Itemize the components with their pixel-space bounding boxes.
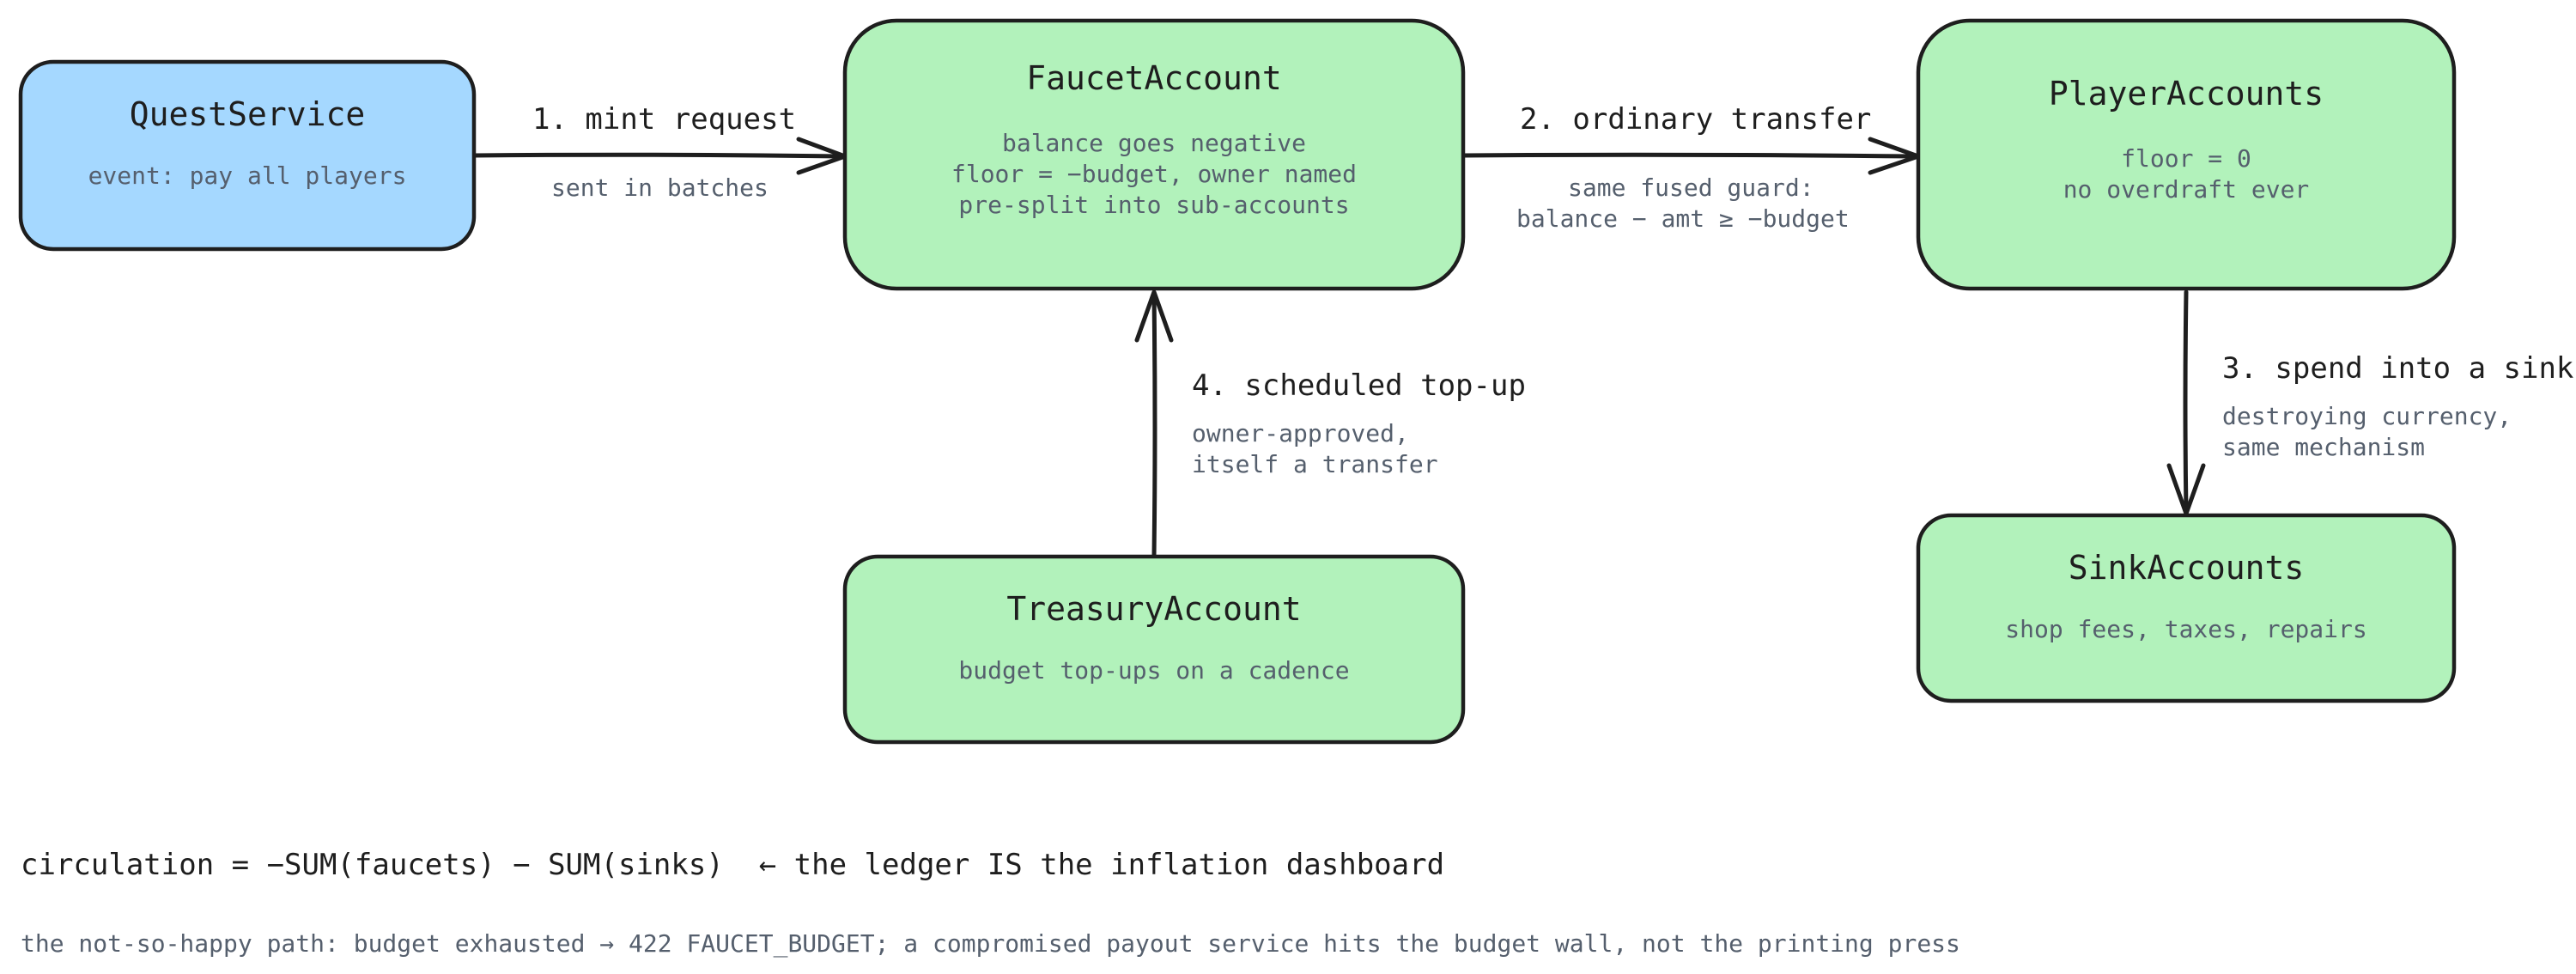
player-accounts-line-1: floor = 0 bbox=[2121, 144, 2251, 173]
edge-spend-into-sink-note-1: destroying currency, bbox=[2222, 402, 2512, 430]
node-player-accounts: PlayerAccounts floor = 0 no overdraft ev… bbox=[1916, 18, 2457, 291]
edge-mint-request-line bbox=[471, 152, 846, 159]
edge-ordinary-transfer-note-1: same fused guard: bbox=[1568, 173, 1814, 202]
edge-ordinary-transfer-label: 2. ordinary transfer bbox=[1520, 102, 1871, 137]
edge-spend-into-sink-line bbox=[2183, 289, 2189, 514]
edge-ordinary-transfer: 2. ordinary transfer same fused guard: b… bbox=[1461, 102, 1921, 233]
treasury-account-box bbox=[842, 554, 1466, 745]
edge-spend-into-sink-label: 3. spend into a sink bbox=[2222, 351, 2573, 386]
failure-path-note: the not-so-happy path: budget exhausted … bbox=[21, 929, 1960, 959]
player-accounts-line-2: no overdraft ever bbox=[2063, 175, 2310, 204]
edge-scheduled-topup-arrowhead bbox=[1134, 289, 1174, 343]
treasury-account-line-1: budget top-ups on a cadence bbox=[958, 656, 1349, 685]
edge-spend-into-sink: 3. spend into a sink destroying currency… bbox=[2166, 289, 2573, 516]
node-sink-accounts: SinkAccounts shop fees, taxes, repairs bbox=[1916, 513, 2457, 703]
edge-ordinary-transfer-line bbox=[1461, 152, 1919, 159]
edge-mint-request: 1. mint request sent in batches bbox=[471, 102, 848, 202]
edge-scheduled-topup: 4. scheduled top-up owner-approved, itse… bbox=[1134, 289, 1526, 559]
edge-scheduled-topup-note-2: itself a transfer bbox=[1192, 450, 1438, 478]
faucet-account-box bbox=[842, 18, 1466, 291]
node-faucet-account: FaucetAccount balance goes negative floo… bbox=[842, 18, 1466, 291]
faucet-account-line-3: pre-split into sub-accounts bbox=[958, 191, 1349, 219]
faucet-account-line-2: floor = −budget, owner named bbox=[951, 160, 1357, 188]
edge-mint-request-note: sent in batches bbox=[551, 173, 769, 202]
circulation-formula: circulation = −SUM(faucets) − SUM(sinks)… bbox=[21, 848, 1444, 882]
quest-service-line-1: event: pay all players bbox=[88, 161, 407, 190]
quest-service-box bbox=[18, 59, 477, 252]
faucet-account-title: FaucetAccount bbox=[1026, 59, 1281, 97]
edge-ordinary-transfer-note-2: balance − amt ≥ −budget bbox=[1516, 204, 1850, 233]
edge-scheduled-topup-label: 4. scheduled top-up bbox=[1192, 368, 1526, 403]
sink-accounts-box bbox=[1916, 513, 2457, 703]
player-accounts-box bbox=[1916, 18, 2457, 291]
sink-accounts-title: SinkAccounts bbox=[2069, 549, 2305, 587]
quest-service-title: QuestService bbox=[130, 95, 366, 133]
sink-accounts-line-1: shop fees, taxes, repairs bbox=[2005, 615, 2366, 643]
treasury-account-title: TreasuryAccount bbox=[1006, 590, 1301, 628]
edge-mint-request-label: 1. mint request bbox=[532, 102, 796, 137]
edge-spend-into-sink-note-2: same mechanism bbox=[2222, 433, 2425, 461]
edge-scheduled-topup-line bbox=[1151, 291, 1157, 559]
player-accounts-title: PlayerAccounts bbox=[2049, 75, 2324, 113]
node-quest-service: QuestService event: pay all players bbox=[18, 59, 477, 252]
node-treasury-account: TreasuryAccount budget top-ups on a cade… bbox=[842, 554, 1466, 745]
faucet-account-line-1: balance goes negative bbox=[1002, 129, 1306, 157]
edge-scheduled-topup-note-1: owner-approved, bbox=[1192, 419, 1409, 447]
